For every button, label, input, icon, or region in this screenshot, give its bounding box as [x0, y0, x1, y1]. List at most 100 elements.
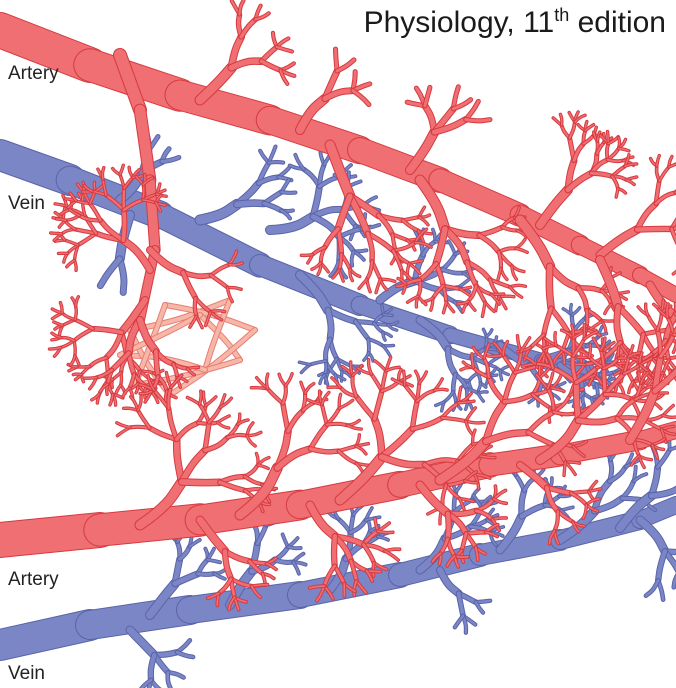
artery-upper-branch: [637, 204, 656, 230]
artery-upper-branch: [338, 229, 341, 254]
vein-upper-branch: [500, 371, 502, 380]
artery-lower-branch: [583, 505, 586, 519]
artery-upper-branch: [337, 60, 354, 71]
artery-lower-branch: [472, 354, 473, 368]
artery-upper-branch: [600, 230, 637, 255]
artery-lower-branch: [310, 586, 325, 588]
artery-upper-branch: [479, 227, 502, 235]
artery-lower-branch: [375, 391, 382, 419]
vein-upper-branch: [478, 394, 483, 402]
artery-upper-branch: [672, 229, 676, 249]
artery-upper-branch: [359, 279, 367, 288]
artery-descending-branch: [61, 341, 74, 348]
artery-lower-branch: [488, 355, 504, 356]
vein-upper-branch: [572, 308, 580, 315]
vein-upper-branch: [469, 373, 478, 381]
artery-lower-branch: [322, 404, 327, 424]
artery-upper-branch: [498, 269, 501, 281]
vein-upper-branch: [486, 330, 491, 337]
artery-descending-branch: [156, 351, 158, 376]
artery-lower-branch: [419, 372, 426, 383]
artery-upper-branch: [637, 229, 671, 230]
artery-lower-branch: [177, 423, 198, 440]
artery-lower-branch: [117, 423, 130, 428]
artery-lower-branch: [187, 397, 199, 404]
artery-upper-branch: [587, 310, 588, 326]
artery-descending-branch: [140, 391, 151, 393]
artery-lower-branch: [245, 477, 262, 485]
artery-lower-branch: [473, 430, 475, 444]
artery-descending-branch: [78, 233, 96, 245]
artery-descending-branch: [67, 260, 75, 266]
artery-upper-branch: [443, 302, 446, 313]
artery-upper-branch: [617, 307, 621, 343]
artery-descending-branch: [75, 320, 93, 329]
artery-lower-branch: [555, 511, 558, 530]
artery-upper-branch: [339, 254, 341, 270]
vein-lower-branch: [214, 574, 225, 579]
vein-upper-branch: [352, 251, 354, 265]
artery-lower-branch: [347, 425, 361, 429]
artery-lower-branch: [404, 371, 405, 385]
artery-lower-branch: [310, 425, 326, 449]
artery-lower-branch: [375, 361, 386, 371]
vein-upper-branch: [100, 259, 119, 286]
artery-upper-branch: [550, 266, 578, 288]
vein-lower: [90, 610, 190, 625]
artery-lower-branch: [227, 435, 247, 438]
artery-upper-branch: [261, 47, 276, 61]
vein-upper-branch: [310, 361, 326, 365]
vein-lower-branch: [177, 640, 190, 652]
artery-lower-branch: [245, 465, 258, 477]
artery-upper-branch: [570, 122, 575, 138]
artery-upper-branch: [672, 209, 676, 229]
artery-lower-branch: [533, 395, 550, 408]
vein-lower-branch: [658, 450, 670, 468]
artery-descending-branch: [51, 233, 62, 234]
artery-lower-branch: [576, 383, 578, 421]
vein-lower-branch: [378, 537, 388, 540]
artery-lower-branch: [279, 374, 286, 386]
vein-lower-branch: [658, 551, 665, 580]
vein-upper-branch: [443, 254, 456, 269]
vein-upper-branch: [443, 270, 464, 274]
artery-upper-branch: [261, 61, 280, 70]
artery-lower-branch: [555, 333, 556, 346]
artery-lower-branch: [352, 375, 356, 396]
artery-descending-branch: [123, 210, 124, 240]
artery-upper-branch: [549, 266, 551, 308]
artery-upper-branch: [482, 302, 485, 316]
artery-lower-branch: [286, 374, 293, 386]
artery-upper-branch: [502, 227, 517, 230]
artery-descending-branch: [75, 306, 76, 320]
artery-lower-branch: [203, 392, 205, 406]
artery-lower-branch: [200, 391, 201, 404]
artery-lower-branch: [327, 424, 347, 425]
artery-upper-branch: [419, 217, 428, 225]
artery-lower-branch: [486, 432, 528, 441]
artery-lower-branch: [375, 419, 382, 457]
artery-upper-branch: [466, 119, 490, 120]
artery-lower-branch: [310, 449, 338, 452]
label-artery-bottom: Artery: [8, 570, 59, 589]
artery-lower-branch: [182, 482, 220, 483]
artery-upper-branch: [544, 308, 551, 334]
artery-descending: [150, 180, 155, 250]
artery-descending-branch: [60, 303, 62, 313]
vein-upper-branch: [264, 203, 281, 210]
vein-lower-branch: [288, 547, 301, 548]
artery-upper-branch: [239, 1, 243, 15]
artery-upper-branch: [592, 173, 613, 176]
artery-upper-branch: [616, 189, 618, 198]
artery-lower-branch: [218, 422, 229, 427]
artery-descending-branch: [211, 265, 229, 276]
artery-upper: [360, 150, 440, 180]
artery-descending-branch: [123, 240, 150, 270]
artery-lower-branch: [667, 304, 668, 317]
artery-upper-branch: [608, 160, 624, 162]
artery-lower-branch: [465, 481, 477, 483]
artery-lower-branch: [252, 585, 268, 587]
vein-upper-branch: [269, 162, 283, 163]
artery-descending-branch: [49, 348, 60, 349]
